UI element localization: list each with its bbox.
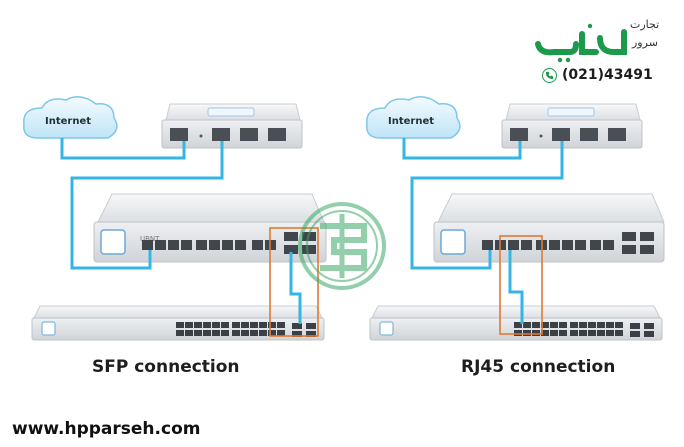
cable-lines	[402, 138, 564, 324]
highlight-box	[499, 235, 543, 335]
gateway-device-icon	[161, 103, 303, 149]
brand-phone[interactable]: (021)43491	[542, 66, 653, 84]
gateway-device-icon	[501, 103, 643, 149]
cloud-icon	[366, 96, 461, 139]
svg-text:UBNT: UBNT	[140, 235, 160, 243]
diagram-sfp: UBNT	[23, 96, 327, 341]
brand-logo: تجارت سرور	[530, 16, 670, 64]
switch-device-icon	[369, 305, 663, 341]
brand-sub-bottom: سرور	[632, 36, 658, 49]
caption-sfp-connection: SFP connection	[92, 357, 240, 377]
switch-device-icon	[433, 193, 665, 263]
website-link[interactable]: www.hpparseh.com	[12, 419, 201, 439]
watermark-logo-icon	[298, 202, 386, 290]
cloud-label-left: Internet	[44, 116, 91, 127]
switch-device-icon	[31, 305, 325, 341]
caption-rj45-connection: RJ45 connection	[461, 357, 616, 377]
cloud-icon	[23, 96, 118, 139]
diagram-rj45	[366, 96, 665, 341]
cloud-label-right: Internet	[387, 116, 434, 127]
brand-sub-top: تجارت	[630, 18, 660, 31]
brand-logo-graphic	[535, 23, 627, 63]
phone-icon	[542, 67, 557, 83]
phone-number: (021)43491	[562, 67, 653, 83]
cable-lines	[60, 138, 302, 324]
